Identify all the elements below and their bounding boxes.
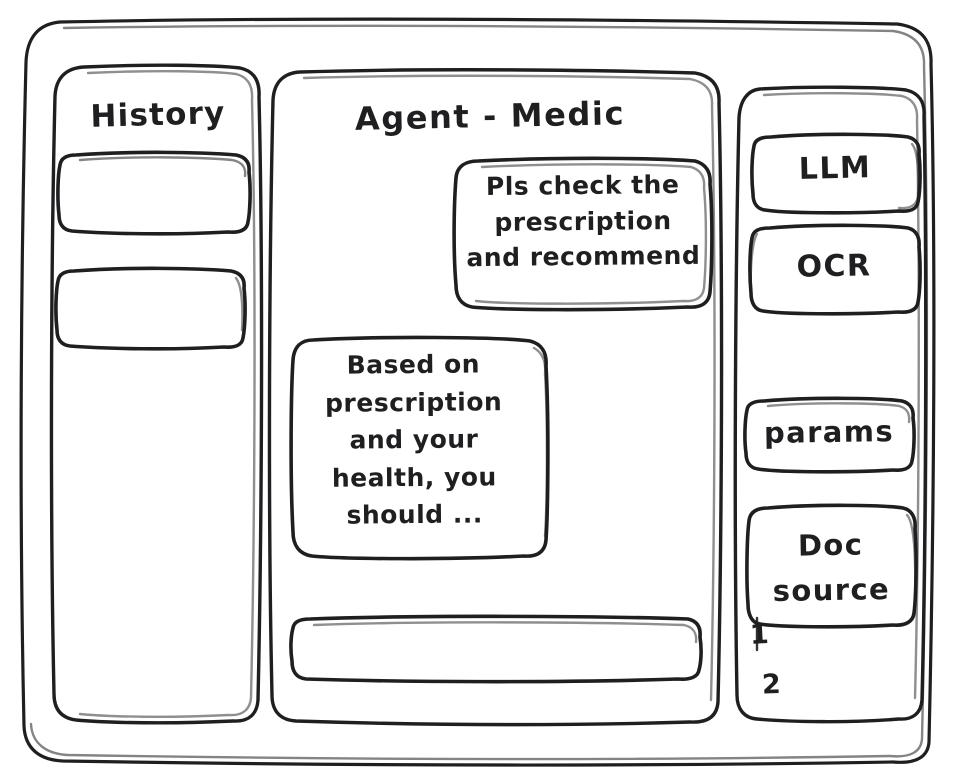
agent-panel-outline — [267, 68, 724, 727]
doc-source-item-2[interactable]: 2 — [761, 668, 782, 701]
assistant-message-bubble-outline — [289, 335, 550, 561]
history-card-2[interactable] — [57, 268, 246, 349]
tool-llm-button[interactable] — [752, 134, 920, 213]
user-message-bubble-outline — [452, 156, 714, 312]
tool-llm-outline — [750, 132, 922, 215]
agent-panel-title: Agent - Medic — [354, 94, 626, 138]
history-card-1[interactable] — [59, 152, 251, 234]
tool-doc-source-button[interactable] — [747, 505, 917, 627]
tool-doc-source-outline — [745, 503, 918, 652]
tool-params-outline — [743, 396, 916, 474]
history-panel-outline — [49, 63, 264, 725]
history-panel-title: History — [89, 95, 226, 135]
tool-params-button[interactable] — [745, 398, 915, 472]
history-card-1-outline — [56, 150, 252, 236]
message-input-outline — [289, 614, 703, 684]
tool-ocr-outline — [748, 223, 922, 316]
history-card-2-outline — [54, 266, 247, 351]
tool-ocr-button[interactable] — [750, 225, 920, 315]
assistant-message-bubble — [292, 337, 548, 559]
message-input[interactable] — [291, 616, 702, 681]
tools-panel-outline — [733, 85, 928, 724]
user-message-bubble — [456, 158, 712, 310]
